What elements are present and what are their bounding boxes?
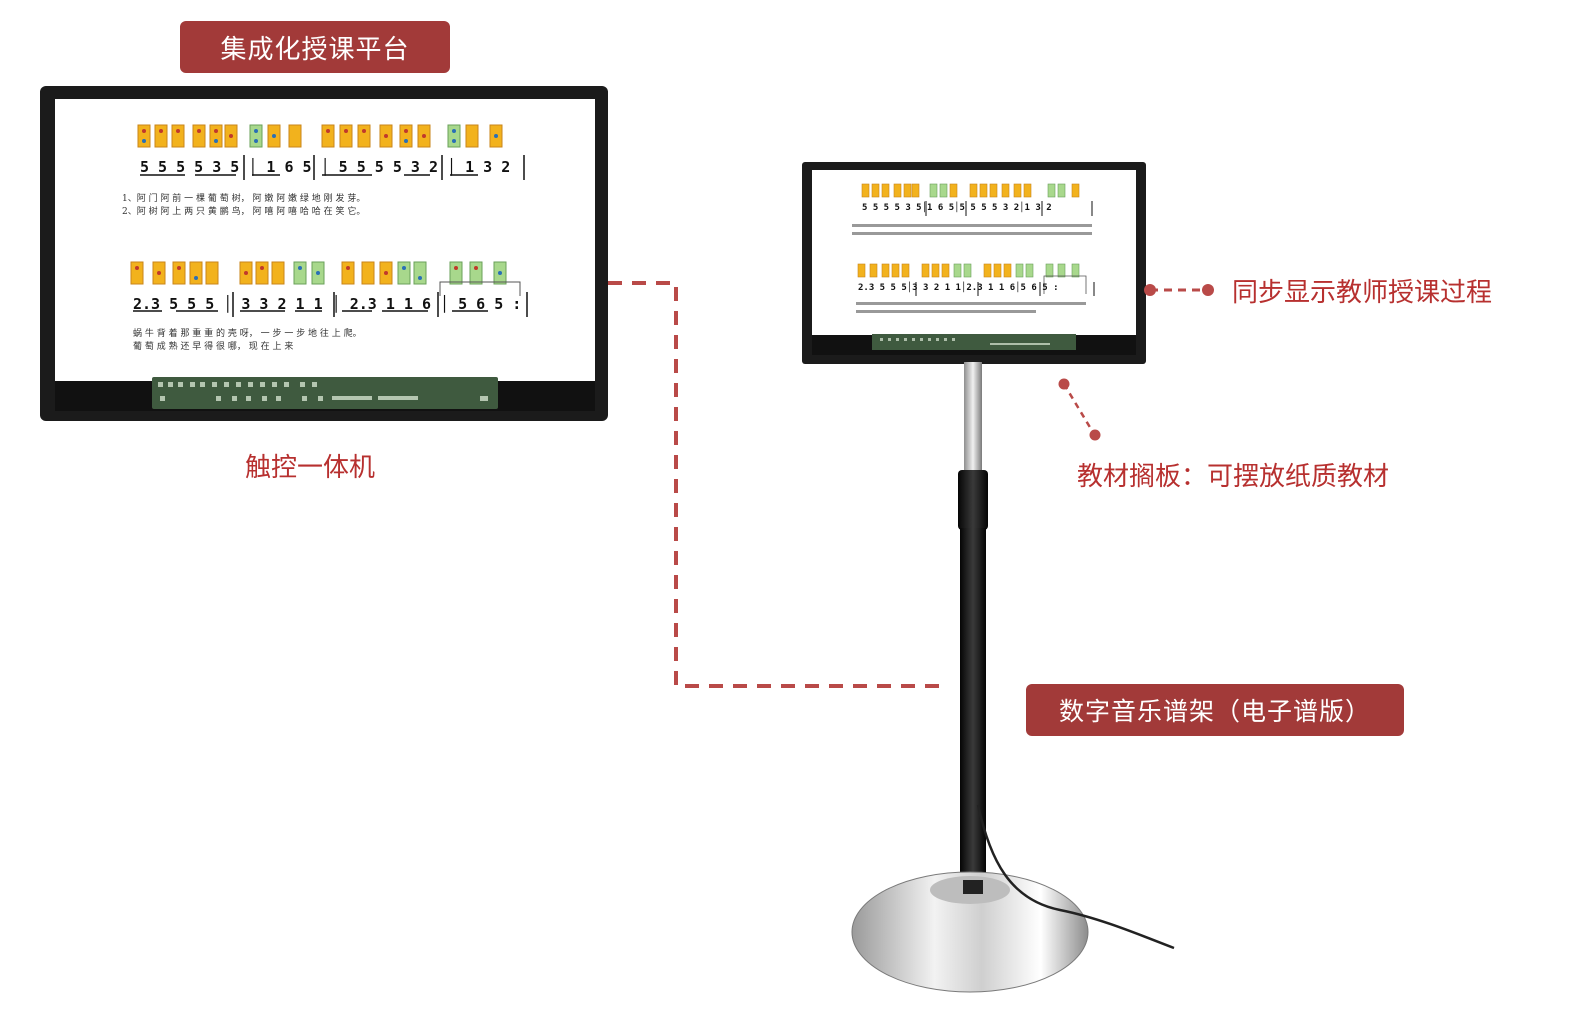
sync-display-label: 同步显示教师授课过程: [1232, 278, 1493, 308]
score-line1-lyrics-2: 2、阿 树 阿 上 两 只 黄 鹂 鸟， 阿 嘻 阿 嘻 哈 哈 在 笑 它。: [122, 207, 366, 217]
digital-stand-badge: 数字音乐谱架（电子谱版）: [1026, 684, 1404, 736]
connector-dashed: [608, 281, 948, 688]
score-line2-lyrics-2: 葡 萄 成 熟 还 早 得 很 哪， 现 在 上 来: [133, 342, 294, 352]
small-score-line1: 5 5 5 5 3 5│1 6 5│5 5 5 5 3 2│1 3 2: [862, 203, 1052, 213]
connector-sync: [1144, 284, 1214, 296]
platform-badge: 集成化授课平台: [180, 21, 450, 73]
stand-monitor: [802, 162, 1146, 364]
score-line2-lyrics-1: 蜗 牛 背 着 那 重 重 的 壳 呀， 一 步 一 步 地 往 上 爬。: [133, 329, 362, 339]
score-line1-lyrics-1: 1、阿 门 阿 前 一 棵 葡 萄 树， 阿 嫩 阿 嫩 绿 地 刚 发 芽。: [122, 194, 366, 204]
note-blocks-line2: [130, 261, 521, 296]
connector-book-rest: [1058, 378, 1101, 441]
note-blocks-line1: [137, 124, 503, 148]
taskbar: [152, 377, 498, 409]
music-stand: [851, 362, 1175, 993]
book-rest-label: 教材搁板：可摆放纸质教材: [1077, 462, 1390, 492]
touch-device-label: 触控一体机: [245, 453, 376, 483]
small-score-line2: 2.3 5 5 5│3 3 2 1 1│2.3 1 1 6│5 6 5 :: [858, 283, 1059, 293]
score-line1-notes: 5 5 5 5 3 5 │ 1 6 5 │ 5 5 5 5 3 2 │ 1 3 …: [140, 158, 511, 176]
score-line2-notes: 2.3 5 5 5 │ 3 3 2 1 1 │ 2.3 1 1 6 │ 5 6 …: [133, 295, 522, 313]
score-barlines: [133, 155, 528, 317]
